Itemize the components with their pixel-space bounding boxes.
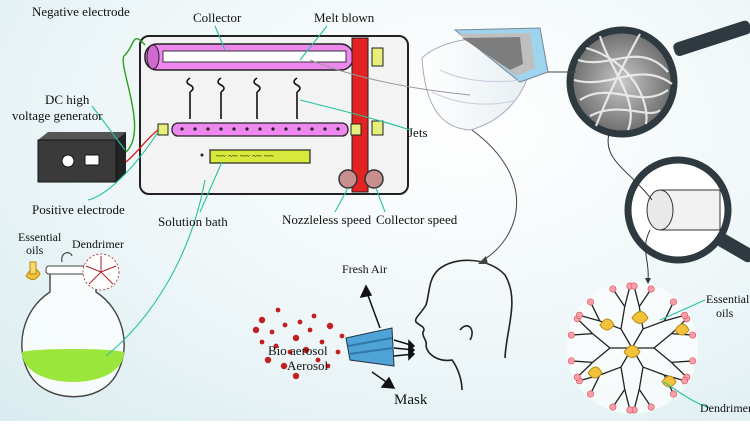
aerosol-particle — [292, 372, 300, 380]
label-dendrimer-left: Dendrimer — [72, 237, 124, 251]
dendrimer-tip — [626, 406, 634, 414]
dendrimer-tip — [689, 331, 697, 339]
dendrimer-tip — [609, 403, 617, 411]
label-fresh-air: Fresh Air — [342, 262, 387, 276]
nozzleless-speed-knob — [338, 169, 358, 189]
dendrimer-tip — [647, 403, 655, 411]
dendrimer-tip — [567, 331, 575, 339]
flask-liquid — [22, 349, 124, 382]
dendrimer-tip — [647, 285, 655, 293]
airflow-arrows — [359, 284, 416, 389]
aerosol-particle — [302, 346, 310, 354]
aerosol-particle — [326, 322, 334, 330]
generator-dial-icon — [61, 154, 75, 168]
aerosol-particle — [325, 363, 331, 369]
aerosol-particle — [287, 349, 293, 355]
svg-text:~~ ~~ ~~ ~~ ~~: ~~ ~~ ~~ ~~ ~~ — [216, 151, 274, 161]
aerosol-particle — [264, 356, 272, 364]
dendrimer-tip — [573, 373, 581, 381]
leader-lines — [87, 25, 711, 409]
label-collector: Collector — [193, 10, 242, 25]
essential-oil-drops — [587, 311, 690, 388]
dendrimer-tip — [670, 390, 678, 398]
dc-generator — [37, 132, 126, 183]
aerosol-particle — [292, 334, 300, 342]
dendrimer-tip — [689, 357, 697, 365]
electrospinning-device: ~~ ~~ ~~ ~~ ~~ — [139, 35, 409, 195]
magnifier-handle — [673, 20, 750, 57]
dendrimer-tip — [575, 311, 583, 319]
positive-wire — [125, 129, 159, 163]
label-mask: Mask — [394, 392, 428, 408]
negative-wire — [122, 38, 146, 153]
label-dc-high: DC high — [45, 92, 90, 107]
label-dendrimer-right: Dendrimer — [700, 401, 750, 415]
collector-speed-knob — [364, 169, 384, 189]
aerosol-particle — [269, 329, 275, 335]
n95-mask — [421, 27, 549, 131]
dendrimer-tip — [630, 282, 638, 290]
magnifier-single-fiber — [624, 156, 750, 264]
aerosol-particle — [315, 357, 321, 363]
aerosol-particle — [258, 316, 266, 324]
label-bio-aerosol: Bio aerosol — [268, 343, 328, 358]
aerosol-particle — [259, 339, 265, 345]
aerosol-particle — [297, 319, 303, 325]
dendrimer-tip — [670, 298, 678, 306]
dendrimer-tip — [681, 311, 689, 319]
dendrimer-tip — [586, 298, 594, 306]
aerosol-particle — [273, 343, 279, 349]
label-negative-electrode: Negative electrode — [32, 4, 130, 19]
dendrimer-tip — [609, 285, 617, 293]
aerosol-particle — [335, 349, 341, 355]
dendrimer-tip — [567, 357, 575, 365]
solution-bath — [209, 149, 311, 164]
aerosol-particle — [311, 313, 317, 319]
aerosol-particles — [252, 307, 345, 380]
dendrimer-large — [566, 282, 698, 414]
jets — [186, 77, 301, 119]
labels: Negative electrode Collector Melt blown … — [12, 4, 750, 415]
label-jets: Jets — [408, 125, 428, 140]
label-collector-speed: Collector speed — [376, 212, 458, 227]
label-essential-oils-right-2: oils — [716, 306, 734, 320]
label-aerosol: Aerosol — [287, 358, 329, 373]
aerosol-particle — [339, 333, 345, 339]
label-nozzleless-speed: Nozzleless speed — [282, 212, 372, 227]
dendrimer-tip — [586, 390, 594, 398]
label-essential-oils-right-1: Essential — [706, 292, 750, 306]
aerosol-particle — [280, 362, 288, 370]
cloth-mask-small — [345, 327, 395, 367]
label-solution-bath: Solution bath — [158, 214, 228, 229]
dendrimer-tip — [681, 377, 689, 385]
label-melt-blown: Melt blown — [314, 10, 375, 25]
aerosol-particle — [307, 327, 313, 333]
collector-core — [162, 50, 347, 63]
label-essential-oils-left-1: Essential — [18, 230, 62, 244]
essential-oil-icon — [25, 261, 41, 280]
generator-display-icon — [84, 154, 100, 166]
label-voltage-generator: voltage generator — [12, 108, 103, 123]
magnifier-fibers — [566, 20, 750, 138]
aerosol-particle — [282, 322, 288, 328]
label-positive-electrode: Positive electrode — [32, 202, 125, 217]
label-essential-oils-left-2: oils — [26, 243, 44, 257]
face-profile — [414, 259, 513, 391]
aerosol-particle — [319, 339, 325, 345]
dendrimer-small-icon — [82, 253, 120, 291]
aerosol-particle — [252, 326, 260, 334]
device-box — [139, 35, 409, 195]
aerosol-particle — [275, 307, 281, 313]
